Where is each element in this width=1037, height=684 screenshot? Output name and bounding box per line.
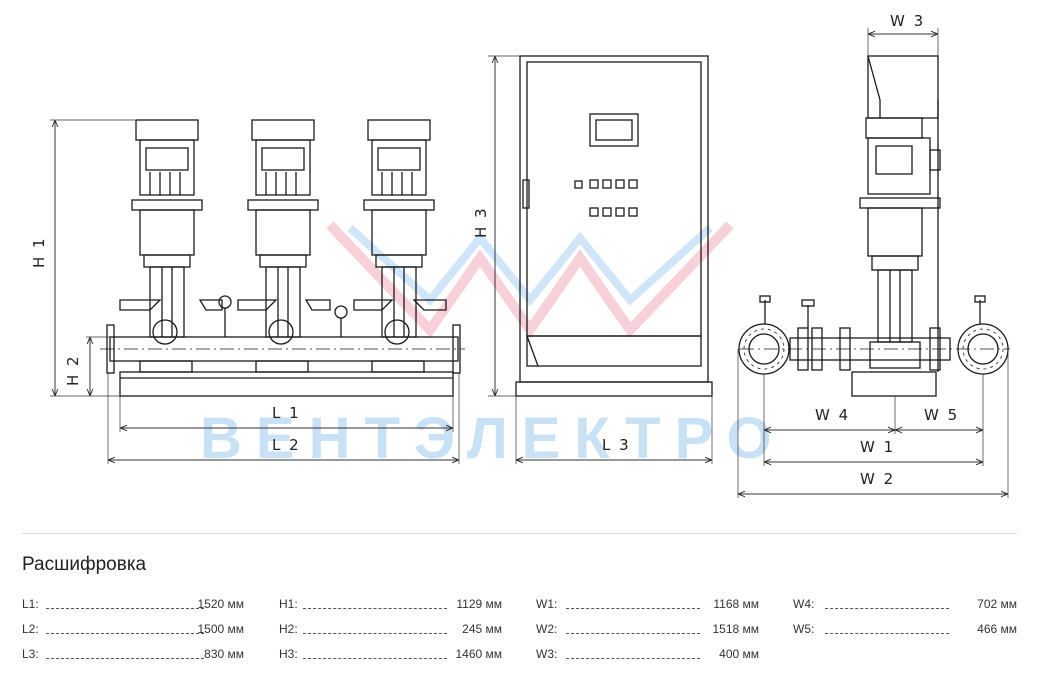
- spec-key: W3:: [536, 647, 558, 661]
- pump-unit: [237, 119, 319, 373]
- spec-key: W5:: [793, 622, 815, 636]
- spec-row-w2: W2: 1518 мм: [536, 622, 759, 640]
- spec-key: H3:: [279, 647, 298, 661]
- spec-row-l3: L3: 830 мм: [22, 647, 244, 665]
- dim-label-w3: W 3: [890, 12, 925, 30]
- spec-leader: [566, 633, 700, 634]
- spec-key: W2:: [536, 622, 558, 636]
- watermark-logo: [326, 221, 734, 339]
- spec-leader: [303, 608, 447, 609]
- pump-station-side-view: [738, 55, 1010, 397]
- dimension-lines: [50, 28, 1009, 498]
- spec-row-w5: W5: 466 мм: [793, 622, 1017, 640]
- spec-key: L3:: [22, 647, 39, 661]
- spec-leader: [825, 633, 949, 634]
- dim-label-h2: H 2: [64, 354, 82, 386]
- pump-unit: [353, 119, 447, 373]
- spec-key: L2:: [22, 622, 39, 636]
- pump-station-front-view: [100, 119, 465, 397]
- spec-value: 400 мм: [719, 647, 759, 661]
- spec-value: 1460 мм: [455, 647, 502, 661]
- spec-row-h1: H1: 1129 мм: [279, 597, 502, 615]
- spec-leader: [303, 633, 447, 634]
- spec-value: 1168 мм: [713, 597, 759, 611]
- dim-label-h3: H 3: [472, 206, 490, 238]
- spec-leader: [566, 658, 700, 659]
- dim-label-w4: W 4: [815, 406, 850, 424]
- spec-row-l2: L2: 1500 мм: [22, 622, 244, 640]
- spec-value: 1518 мм: [712, 622, 759, 636]
- dim-label-l1: L 1: [272, 404, 301, 422]
- spec-value: 1500 мм: [197, 622, 244, 636]
- spec-leader: [46, 633, 204, 634]
- spec-leader: [46, 658, 204, 659]
- spec-key: H1:: [279, 597, 298, 611]
- control-cabinet: [515, 55, 713, 397]
- pump-unit: [119, 119, 203, 373]
- spec-value: 1520 мм: [197, 597, 244, 611]
- dim-label-l2: L 2: [272, 436, 301, 454]
- dim-label-w5: W 5: [924, 406, 959, 424]
- spec-leader: [566, 608, 700, 609]
- spec-value: 830 мм: [204, 647, 244, 661]
- dim-label-w2: W 2: [860, 470, 895, 488]
- spec-value: 1129 мм: [456, 597, 502, 611]
- spec-key: L1:: [22, 597, 39, 611]
- technical-drawing: ВЕНТЭЛЕКТРО: [30, 12, 1010, 498]
- spec-value: 466 мм: [977, 622, 1017, 636]
- spec-leader: [303, 658, 447, 659]
- spec-value: 245 мм: [462, 622, 502, 636]
- spec-key: H2:: [279, 622, 298, 636]
- dim-label-h1: H 1: [30, 236, 48, 268]
- spec-row-w3: W3: 400 мм: [536, 647, 759, 665]
- spec-row-h3: H3: 1460 мм: [279, 647, 502, 665]
- dim-label-w1: W 1: [860, 438, 895, 456]
- dim-label-l3: L 3: [602, 436, 631, 454]
- spec-row-l1: L1: 1520 мм: [22, 597, 244, 615]
- spec-row-w1: W1: 1168 мм: [536, 597, 759, 615]
- spec-leader: [825, 608, 949, 609]
- spec-row-w4: W4: 702 мм: [793, 597, 1017, 615]
- spec-value: 702 мм: [977, 597, 1017, 611]
- legend-title: Расшифровка: [22, 554, 147, 575]
- spec-key: W4:: [793, 597, 815, 611]
- spec-key: W1:: [536, 597, 558, 611]
- spec-leader: [46, 608, 204, 609]
- spec-row-h2: H2: 245 мм: [279, 622, 502, 640]
- section-divider: [22, 533, 1017, 534]
